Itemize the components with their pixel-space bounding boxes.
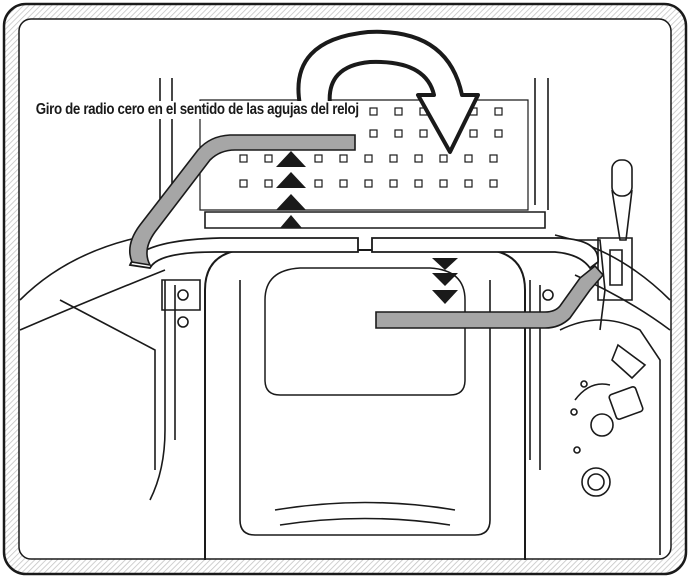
rotation-caption: Giro de radio cero en el sentido de las … xyxy=(34,101,360,119)
